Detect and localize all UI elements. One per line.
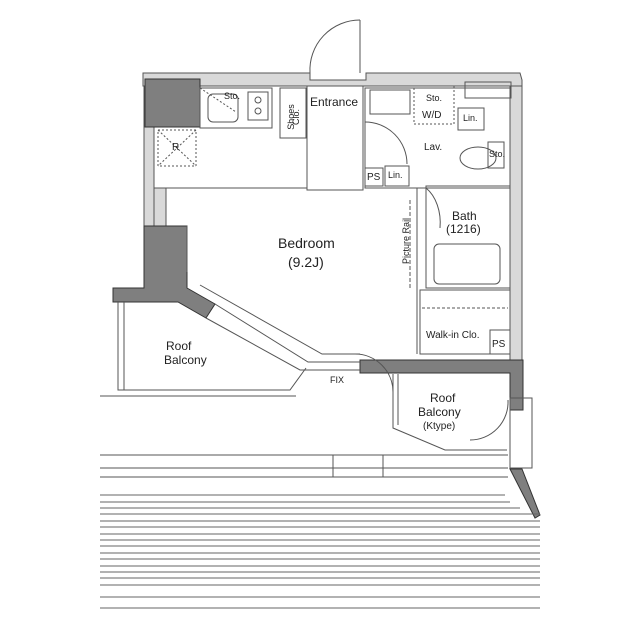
deck-lines: [100, 494, 540, 609]
fix-window-label: FIX: [330, 375, 345, 385]
roof-balcony-west-line1: Roof: [166, 339, 192, 353]
entrance-label: Entrance: [310, 95, 359, 109]
refrigerator-label: R: [172, 142, 180, 153]
roof-balcony-west-line2: Balcony: [164, 353, 207, 367]
linen-upper-label: Lin.: [463, 113, 478, 123]
roof-balcony-k-line3: (Ktype): [423, 421, 456, 432]
laundry-storage-label: Sto.: [426, 93, 443, 103]
picture-rail-label: Picture Rail: [401, 217, 412, 264]
roof-balcony-k-line1: Roof: [430, 391, 456, 405]
toilet-storage-label: Sto.: [489, 149, 506, 159]
shoes-closet-label-2: Clo.: [291, 108, 302, 125]
roof-balcony-k-line2: Balcony: [418, 405, 461, 419]
bedroom-size: (9.2J): [288, 254, 324, 270]
structural-columns: [112, 78, 541, 519]
exterior-walls: [142, 72, 523, 367]
washer-dryer-label: W/D: [422, 110, 442, 121]
pipe-space-2-label: PS: [492, 339, 506, 350]
bath-label: Bath: [452, 209, 477, 223]
linen-lower-label: Lin.: [388, 170, 403, 180]
walkin-closet-label: Walk-in Clo.: [426, 330, 480, 341]
interior-walls: [100, 19, 533, 478]
bedroom-label: Bedroom: [278, 235, 335, 251]
kitchen-storage-label: Sto.: [224, 91, 241, 101]
pipe-space-1-label: PS: [367, 172, 381, 183]
lavatory-label: Lav.: [424, 142, 443, 153]
bath-size: (1216): [446, 222, 481, 236]
